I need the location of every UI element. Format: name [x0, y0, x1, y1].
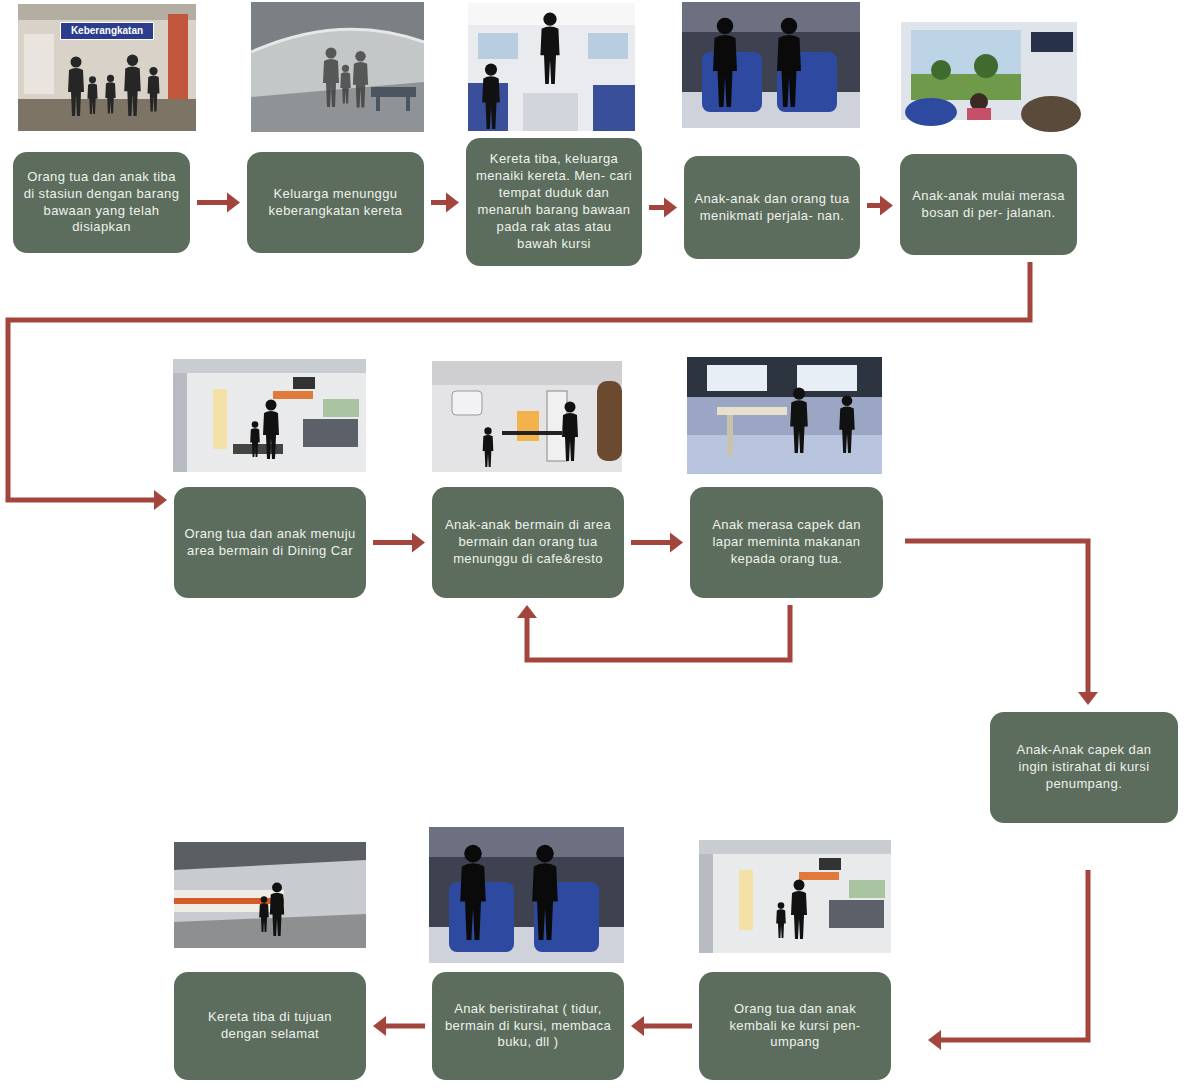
arrow-line: [373, 540, 412, 545]
arrow-head: [928, 1030, 941, 1050]
step-text: Anak beristirahat ( tidur, bermain di ku…: [442, 1001, 614, 1052]
process-box: Orang tua dan anak tiba di stasiun denga…: [13, 152, 190, 253]
arrow-head: [670, 533, 683, 553]
flow-arrow: [517, 605, 790, 660]
flow-arrow: [928, 870, 1088, 1050]
step-text: Keluarga menunggu keberangkatan kereta: [257, 186, 414, 220]
arrow-head: [1078, 692, 1098, 705]
arrow-line: [8, 262, 1030, 500]
cafe-photo: [687, 357, 882, 474]
process-box: Orang tua dan anak kembali ke kursi pen-…: [699, 972, 891, 1080]
flow-arrow: [867, 196, 893, 216]
flow-arrow: [8, 262, 1030, 510]
arrow-line: [631, 540, 670, 545]
step-text: Anak-anak mulai merasa bosan di per- jal…: [910, 188, 1067, 222]
step-text: Anak-anak dan orang tua menikmati perjal…: [694, 191, 850, 225]
step-text: Kereta tiba, keluarga menaiki kereta. Me…: [476, 151, 632, 252]
process-box: Anak-Anak capek dan ingin istirahat di k…: [990, 712, 1178, 823]
arrow-head: [227, 193, 240, 213]
platform-photo: [251, 2, 424, 132]
arrow-head: [373, 1016, 386, 1036]
flow-arrow: [649, 198, 677, 218]
flow-arrow: [373, 1016, 425, 1036]
flow-arrow: [631, 1016, 692, 1036]
flow-arrow: [905, 541, 1098, 705]
process-box: Keluarga menunggu keberangkatan kereta: [247, 152, 424, 253]
arrow-line: [197, 200, 227, 205]
process-box: Anak-anak dan orang tua menikmati perjal…: [684, 156, 860, 259]
step-text: Orang tua dan anak menuju area bermain d…: [184, 526, 356, 560]
process-box: Anak-anak mulai merasa bosan di per- jal…: [900, 154, 1077, 255]
arrow-line: [649, 205, 664, 210]
step-text: Anak merasa capek dan lapar meminta maka…: [700, 517, 873, 568]
station-sign: Keberangkatan: [60, 22, 154, 40]
process-box: Kereta tiba di tujuan dengan selamat: [174, 972, 366, 1080]
arrow-line: [867, 203, 880, 208]
process-box: Kereta tiba, keluarga menaiki kereta. Me…: [466, 138, 642, 266]
arrow-head: [664, 198, 677, 218]
step-text: Orang tua dan anak kembali ke kursi pen-…: [709, 1001, 881, 1052]
arrival-photo: [174, 842, 366, 948]
process-box: Anak merasa capek dan lapar meminta maka…: [690, 487, 883, 598]
window-photo: [901, 22, 1081, 132]
arrow-head: [412, 533, 425, 553]
resting-photo: [429, 827, 624, 963]
flow-arrow: [631, 533, 683, 553]
process-box: Anak-anak bermain di area bermain dan or…: [432, 487, 624, 598]
step-text: Orang tua dan anak tiba di stasiun denga…: [23, 169, 180, 237]
arrow-head: [631, 1016, 644, 1036]
station-photo: [18, 4, 196, 131]
process-box: Orang tua dan anak menuju area bermain d…: [174, 487, 366, 598]
flow-arrow: [431, 193, 459, 213]
step-text: Anak-Anak capek dan ingin istirahat di k…: [1000, 742, 1168, 793]
step-text: Kereta tiba di tujuan dengan selamat: [184, 1009, 356, 1043]
dining-car-photo: [173, 359, 366, 472]
flow-arrow: [373, 533, 425, 553]
arrow-head: [154, 490, 167, 510]
corridor-photo: [699, 840, 891, 953]
play-area-photo: [432, 361, 622, 472]
arrow-line: [386, 1024, 425, 1029]
flow-arrow: [197, 193, 240, 213]
arrow-line: [527, 605, 790, 660]
arrow-head: [880, 196, 893, 216]
step-text: Anak-anak bermain di area bermain dan or…: [442, 517, 614, 568]
process-box: Anak beristirahat ( tidur, bermain di ku…: [432, 972, 624, 1080]
arrow-line: [941, 870, 1088, 1040]
train-interior-photo: [468, 3, 635, 131]
arrow-head: [446, 193, 459, 213]
arrow-line: [905, 541, 1088, 692]
seat-photo: [682, 2, 860, 128]
arrow-line: [431, 200, 446, 205]
arrow-head: [517, 605, 537, 618]
arrow-line: [644, 1024, 692, 1029]
